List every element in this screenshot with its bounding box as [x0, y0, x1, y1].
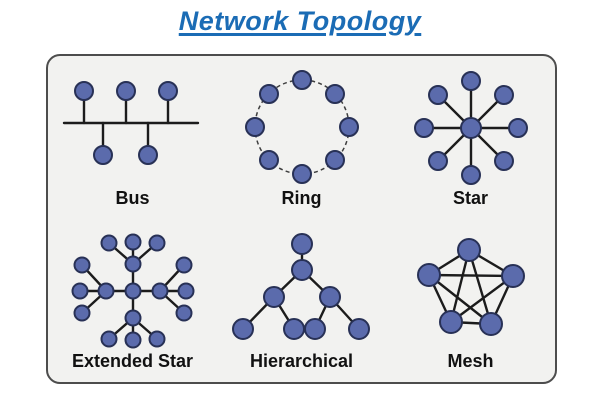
page-title: Network Topology	[178, 6, 422, 36]
topology-cell-extended-star: Extended Star	[48, 219, 217, 382]
topology-cell-star: Star	[386, 56, 555, 219]
topology-cell-mesh: Mesh	[386, 219, 555, 382]
topology-cell-ring: Ring	[217, 56, 386, 219]
topology-label-bus: Bus	[115, 188, 150, 208]
topology-label-hierarchical: Hierarchical	[249, 351, 354, 371]
topology-label-mesh: Mesh	[447, 351, 494, 371]
page: Network Topology Bus Ring Star Extended …	[0, 4, 600, 400]
topology-panel: Bus Ring Star Extended Star Hierarchical…	[46, 54, 557, 384]
topology-cell-bus: Bus	[48, 56, 217, 219]
mesh-diagram	[396, 230, 546, 350]
topology-cell-hierarchical: Hierarchical	[217, 219, 386, 382]
ring-diagram	[227, 67, 377, 187]
bus-diagram	[58, 67, 208, 187]
star-diagram	[396, 67, 546, 187]
topology-label-extended-star: Extended Star	[71, 351, 194, 371]
extended-star-diagram	[58, 230, 208, 350]
hierarchical-diagram	[227, 230, 377, 350]
topology-label-ring: Ring	[281, 188, 322, 208]
topology-label-star: Star	[452, 188, 488, 208]
